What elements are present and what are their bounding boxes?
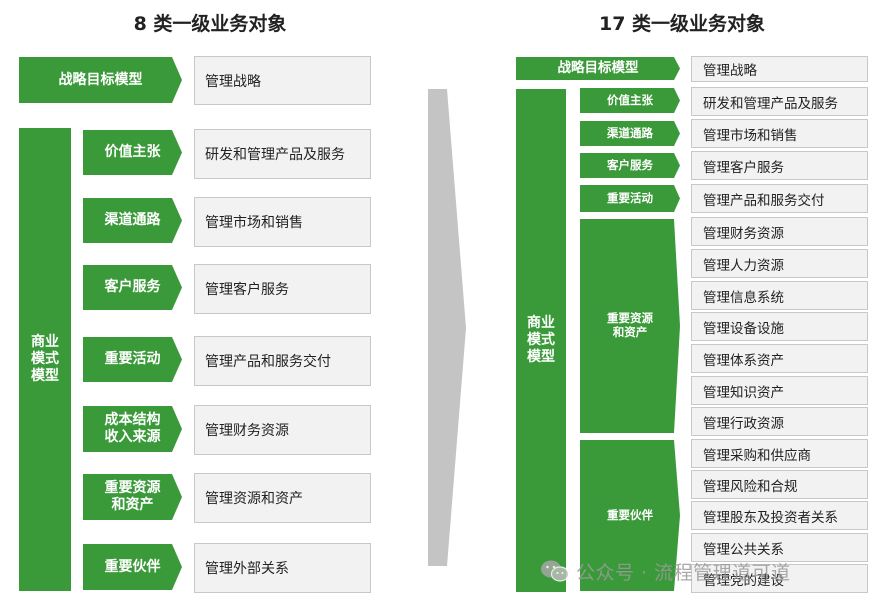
left-row-value: 管理市场和销售: [194, 197, 371, 247]
left-row-label: 渠道通路: [83, 198, 182, 243]
left-title: 8 类一级业务对象: [133, 13, 287, 35]
left-row-label: 价值主张: [83, 130, 182, 175]
right-strategy-label: 战略目标模型: [516, 57, 680, 80]
watermark-text: 公众号 · 流程管理道可道: [576, 561, 791, 584]
right-group-label: 价值主张: [580, 88, 680, 113]
right-group-label: 重要活动: [580, 185, 680, 212]
right-title: 17 类一级业务对象: [598, 13, 766, 35]
left-strategy-value: 管理战略: [194, 56, 371, 105]
left-row-label: 重要伙伴: [83, 544, 182, 590]
right-group-label: 客户服务: [580, 153, 680, 178]
right-item: 管理体系资产: [691, 344, 868, 373]
right-strategy-value: 管理战略: [691, 56, 868, 82]
left-row-label: 成本结构 收入来源: [83, 406, 182, 452]
right-item: 管理党的建设: [691, 564, 868, 593]
right-business-model: 商业 模式 模型: [516, 89, 566, 592]
left-row-value: 管理客户服务: [194, 264, 371, 314]
right-item: 管理客户服务: [691, 151, 868, 180]
right-item: 管理风险和合规: [691, 470, 868, 499]
right-item: 管理行政资源: [691, 407, 868, 436]
right-item: 管理公共关系: [691, 533, 868, 562]
right-item: 管理人力资源: [691, 249, 868, 278]
left-row-value: 管理资源和资产: [194, 473, 371, 523]
left-row-label: 重要资源 和资产: [83, 474, 182, 520]
watermark: 公众号 · 流程管理道可道: [540, 556, 870, 586]
right-group-label: 重要伙伴: [580, 440, 680, 591]
right-item: 管理产品和服务交付: [691, 184, 868, 213]
left-row-value: 管理外部关系: [194, 543, 371, 593]
right-item: 管理知识资产: [691, 376, 868, 405]
right-item: 管理财务资源: [691, 217, 868, 246]
right-item: 管理市场和销售: [691, 119, 868, 148]
right-item: 管理信息系统: [691, 281, 868, 310]
left-business-model: 商业 模式 模型: [19, 128, 71, 591]
left-row-value: 管理产品和服务交付: [194, 336, 371, 386]
right-item: 管理设备设施: [691, 312, 868, 341]
right-group-label: 重要资源 和资产: [580, 219, 680, 433]
right-item: 管理采购和供应商: [691, 439, 868, 468]
left-row-label: 客户服务: [83, 265, 182, 310]
left-row-label: 重要活动: [83, 337, 182, 382]
right-item: 研发和管理产品及服务: [691, 87, 868, 116]
left-row-value: 管理财务资源: [194, 405, 371, 455]
left-strategy-label: 战略目标模型: [19, 57, 182, 103]
wechat-icon: [540, 558, 570, 584]
right-item: 管理股东及投资者关系: [691, 501, 868, 530]
right-group-label: 渠道通路: [580, 121, 680, 146]
left-row-value: 研发和管理产品及服务: [194, 129, 371, 179]
